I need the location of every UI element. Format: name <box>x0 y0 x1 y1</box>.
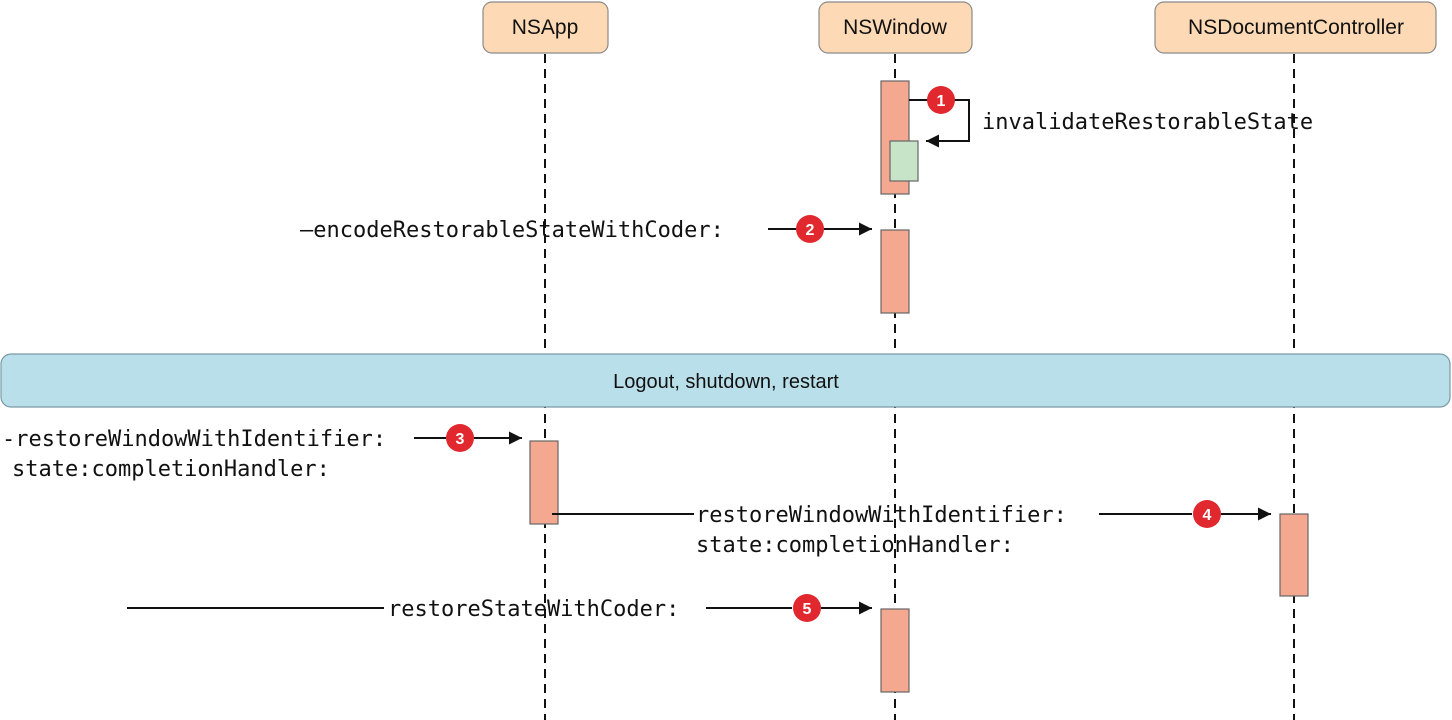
activation-nswindow-3 <box>880 608 910 693</box>
message-restore-window-line2: state:completionHandler: <box>12 457 330 482</box>
step-1-marker: 1 <box>927 86 955 114</box>
step-5-marker: 5 <box>793 594 821 622</box>
step-2-marker: 2 <box>796 215 824 243</box>
message-restore-window-doc-line2: state:completionHandler: <box>696 533 1014 558</box>
message-invalidate-restorable-state: invalidateRestorableState <box>982 110 1313 135</box>
step-5-number: 5 <box>803 601 812 618</box>
actor-nswindow: NSWindow <box>818 1 973 54</box>
message-restore-window-line1: -restoreWindowWithIdentifier: <box>2 427 386 452</box>
step-3-marker: 3 <box>446 424 474 452</box>
actor-label: NSDocumentController <box>1188 16 1404 39</box>
activation-nsapp <box>529 440 559 525</box>
step-4-marker: 4 <box>1193 500 1221 528</box>
logout-band: Logout, shutdown, restart <box>0 353 1451 408</box>
step-4-number: 4 <box>1203 507 1212 524</box>
step-3-number: 3 <box>456 431 465 448</box>
activation-nswindow-nested <box>889 140 919 182</box>
step-1-number: 1 <box>937 93 946 110</box>
message-restore-state-with-coder: restoreStateWithCoder: <box>388 597 679 622</box>
actor-label: NSWindow <box>843 16 948 39</box>
activation-nswindow-2 <box>880 229 910 314</box>
actor-nsapp: NSApp <box>482 1 609 54</box>
actor-nsdoccontroller: NSDocumentController <box>1154 1 1437 54</box>
message-encode-restorable-state: —encodeRestorableStateWithCoder: <box>300 218 724 243</box>
actor-label: NSApp <box>512 16 579 39</box>
band-label: Logout, shutdown, restart <box>613 371 839 393</box>
activation-nsdoccontroller <box>1279 513 1309 597</box>
step-2-number: 2 <box>806 222 815 239</box>
message-restore-window-doc-line1: restoreWindowWithIdentifier: <box>696 503 1067 528</box>
